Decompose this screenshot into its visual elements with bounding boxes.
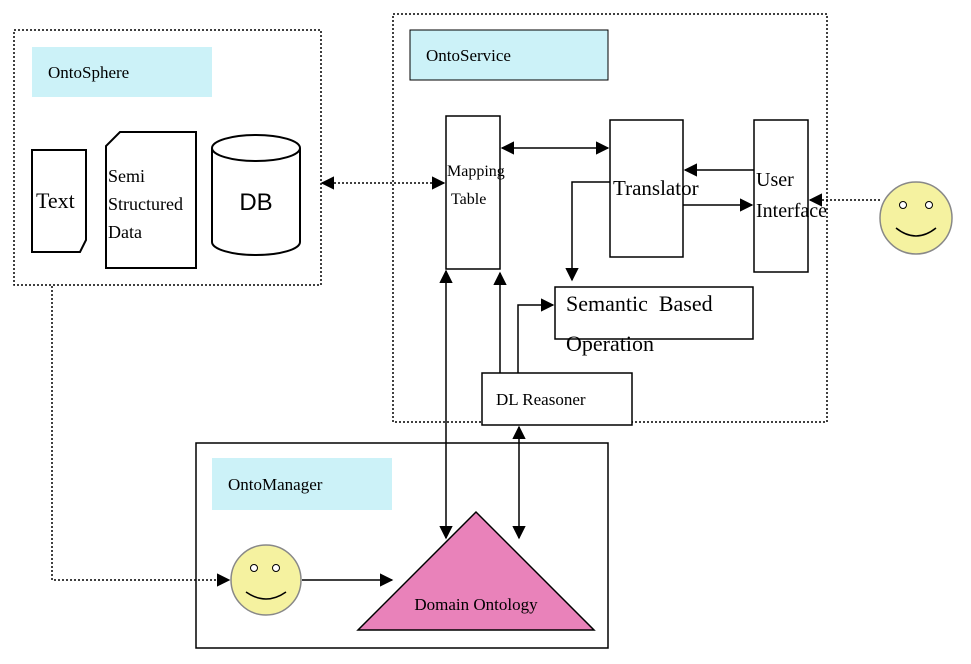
database-label: DB [239, 189, 272, 216]
translator-to-semantic-arrow [565, 181, 610, 282]
ontomanager-title: OntoManager [228, 475, 323, 494]
ontoservice-border [392, 13, 828, 423]
smiley-user-icon [879, 181, 953, 255]
user-interface-box [753, 119, 809, 273]
smiley-manager-icon [230, 544, 302, 616]
mapping-table-box [445, 115, 501, 270]
ontoservice-title: OntoService [426, 46, 511, 65]
ontoservice-title-bg [409, 29, 609, 81]
dl-reasoner-label: DL Reasoner [496, 390, 586, 409]
database-icon [211, 134, 301, 256]
domain-ontology-triangle-icon [356, 510, 596, 631]
text-document-icon [31, 149, 87, 253]
mapping-table-label-line2: Table [451, 191, 486, 208]
semi-structured-label-line2: Structured [108, 194, 183, 214]
ontosphere-title: OntoSphere [48, 63, 129, 82]
domain-ontology-label: Domain Ontology [414, 595, 538, 614]
semantic-operation-box [554, 286, 754, 340]
translator-label: Translator [613, 176, 699, 200]
ontomanager-panel: OntoManager Domain Ontology [195, 442, 609, 649]
sphere-to-manager-arrow [51, 286, 231, 587]
reasoner-to-semantic-arrow [517, 298, 555, 373]
semi-structured-label-line1: Semi [108, 166, 145, 186]
text-document-label: Text [36, 188, 75, 213]
dl-reasoner-box [481, 372, 633, 426]
semantic-operation-label-line2: Operation [566, 331, 654, 356]
semantic-operation-label-line1: Semantic Based [566, 291, 713, 316]
ontosphere-title-bg [32, 47, 212, 97]
ontomanager-border [195, 442, 609, 649]
user-interface-label-line1: User [756, 169, 794, 191]
connectors [51, 141, 880, 587]
semi-structured-document-icon [105, 131, 197, 269]
translator-box [609, 119, 684, 258]
semi-structured-label-line3: Data [108, 222, 142, 242]
user-interface-label-line2: Interface [756, 200, 827, 222]
ontosphere-panel: OntoSphere Text Semi Structured Data DB [13, 29, 322, 286]
ontosphere-border [13, 29, 322, 286]
mapping-table-label-line1: Mapping [447, 163, 505, 180]
ontomanager-title-bg [212, 458, 392, 510]
ontoservice-panel: OntoService Mapping Table Translator Use… [392, 13, 828, 426]
